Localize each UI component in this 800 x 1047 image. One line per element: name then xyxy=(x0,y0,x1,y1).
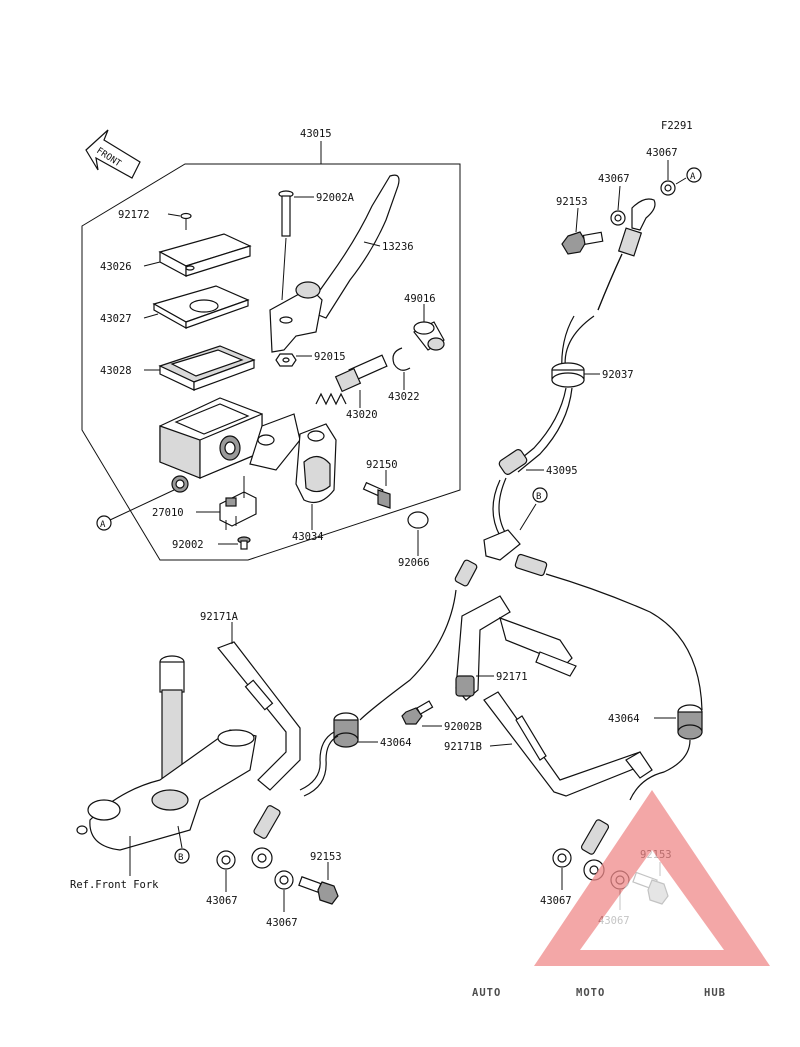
clamp-43034 xyxy=(295,423,337,503)
part-label-92066: 92066 xyxy=(398,557,430,569)
callout-b-lower xyxy=(174,848,190,864)
master-cylinder-body xyxy=(159,397,301,493)
callout-b-upper xyxy=(532,487,548,503)
boot-49016 xyxy=(413,321,445,351)
hose-clip-92037 xyxy=(551,362,585,388)
callout-b-lower-label: B xyxy=(178,853,183,863)
hose-fitting-lower-left xyxy=(251,805,281,869)
part-label-92015: 92015 xyxy=(314,351,346,363)
callout-a-right xyxy=(686,167,702,183)
bolt-92002A xyxy=(278,190,294,237)
brake-lever-13236 xyxy=(269,174,400,353)
part-label-43067-top-left: 43067 xyxy=(598,173,630,185)
part-label-43067-left-a: 43067 xyxy=(206,895,238,907)
part-label-92171A: 92171A xyxy=(200,611,239,623)
part-label-92172: 92172 xyxy=(118,209,150,221)
part-label-43026: 43026 xyxy=(100,261,132,273)
part-label-92150: 92150 xyxy=(366,459,398,471)
callout-a-right-label: A xyxy=(690,172,696,182)
automotohub-watermark: AUTO MOTO HUB xyxy=(472,790,770,999)
callout-b-upper-label: B xyxy=(536,492,541,502)
part-label-92171B: 92171B xyxy=(444,741,482,753)
hose-fitting-43095 xyxy=(498,449,528,475)
three-way-joint xyxy=(454,529,548,587)
part-label-92153-top: 92153 xyxy=(556,196,588,208)
bracket-92171A xyxy=(217,641,301,791)
bolt-92002B xyxy=(401,700,434,725)
front-arrow-icon: FRONT xyxy=(85,129,141,179)
figure-code: F2291 xyxy=(661,120,693,132)
bolt-92150 xyxy=(362,481,391,509)
watermark-text-hub: HUB xyxy=(704,987,726,999)
part-label-27010: 27010 xyxy=(152,507,184,519)
nut-92015 xyxy=(275,353,297,367)
part-label-92153-left: 92153 xyxy=(310,851,342,863)
callout-a-left xyxy=(96,515,112,531)
part-label-43028: 43028 xyxy=(100,365,132,377)
part-label-43064-right: 43064 xyxy=(608,713,640,725)
reference-label: Ref.Front Fork xyxy=(70,879,159,891)
part-label-43067-right-a: 43067 xyxy=(540,895,572,907)
part-label-92002: 92002 xyxy=(172,539,204,551)
part-label-43064-left: 43064 xyxy=(380,737,412,749)
part-label-43015: 43015 xyxy=(300,128,332,140)
banjo-bolt-92153-top xyxy=(561,231,604,255)
switch-27010 xyxy=(219,476,257,530)
piston-kit-43020 xyxy=(315,354,388,406)
part-label-92171: 92171 xyxy=(496,671,528,683)
assembly-outline xyxy=(81,163,461,561)
bracket-92171 xyxy=(455,595,577,701)
part-label-43020: 43020 xyxy=(346,409,378,421)
watermark-text-moto: MOTO xyxy=(576,987,605,999)
diaphragm-plate-43027 xyxy=(152,285,250,330)
part-label-43067-top-right: 43067 xyxy=(646,147,678,159)
grommet-43064-left xyxy=(333,712,359,748)
grommet-43064-right xyxy=(677,704,703,740)
hose-fitting-lower-right xyxy=(580,751,653,881)
watermark-text-auto: AUTO xyxy=(472,987,501,999)
screw-92172 xyxy=(180,212,192,230)
part-label-43022: 43022 xyxy=(388,391,420,403)
part-label-13236: 13236 xyxy=(382,241,414,253)
part-label-43027: 43027 xyxy=(100,313,132,325)
part-label-43067-left-b: 43067 xyxy=(266,917,298,929)
part-label-92002B: 92002B xyxy=(444,721,482,733)
front-fork-stem xyxy=(76,655,257,851)
part-label-92037: 92037 xyxy=(602,369,634,381)
diaphragm-43028 xyxy=(158,345,256,391)
part-label-49016: 49016 xyxy=(404,293,436,305)
part-label-92002A: 92002A xyxy=(316,192,355,204)
cap-92066 xyxy=(407,511,429,529)
reservoir-cap-43026 xyxy=(158,233,252,278)
callout-a-left-label: A xyxy=(100,520,106,530)
screw-92002 xyxy=(237,536,251,550)
part-label-43034: 43034 xyxy=(292,531,324,543)
banjo-bolt-92153-left xyxy=(298,876,339,905)
part-label-43095: 43095 xyxy=(546,465,578,477)
circlip-43022 xyxy=(392,347,411,371)
upper-hose-fittings xyxy=(561,180,676,257)
